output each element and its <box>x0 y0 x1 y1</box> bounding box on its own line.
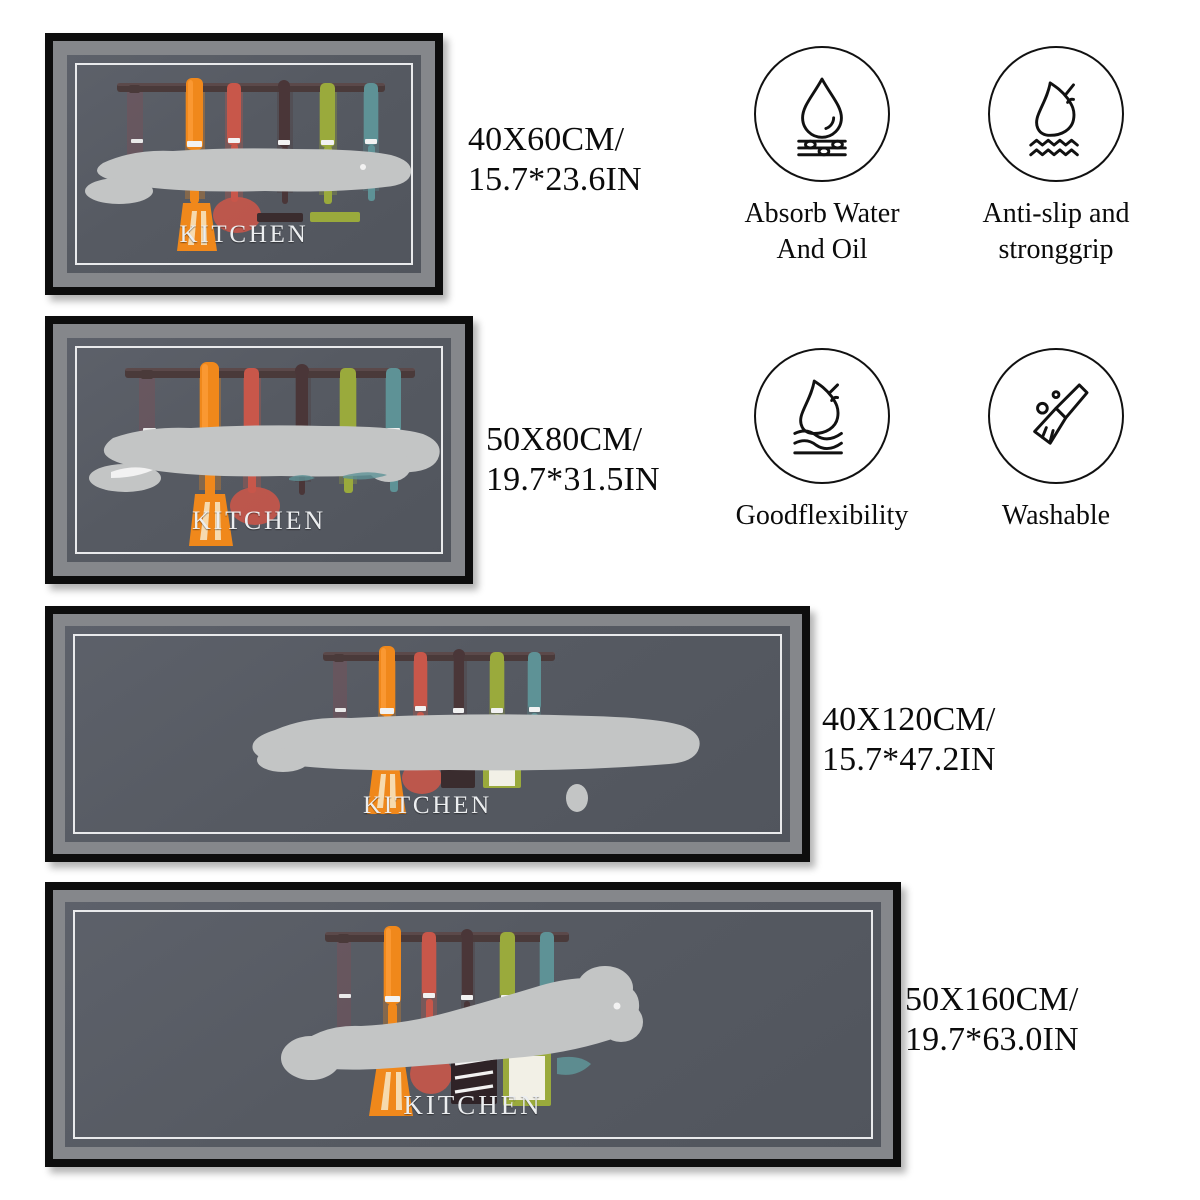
product-mat-50x160[interactable]: KITCHEN <box>45 882 901 1167</box>
foot-waves-icon <box>988 46 1124 182</box>
mat-artwork <box>67 338 451 562</box>
mat-artwork <box>65 626 790 842</box>
mat-kitchen-text: KITCHEN <box>179 221 309 248</box>
mat-kitchen-text: KITCHEN <box>191 506 327 535</box>
mat-field: KITCHEN <box>67 338 451 562</box>
brush-dust-icon <box>988 348 1124 484</box>
feature-label: Washable <box>1001 500 1111 531</box>
mat-kitchen-text: KITCHEN <box>363 792 492 819</box>
water-drop-icon <box>754 46 890 182</box>
mat-artwork <box>67 55 421 273</box>
size-cm: 50X80CM/ <box>486 421 643 458</box>
product-mat-50x80[interactable]: KITCHEN <box>45 316 473 584</box>
mat-artwork <box>65 902 881 1147</box>
mat-field: KITCHEN <box>67 55 421 273</box>
foot-cushion-icon <box>754 348 890 484</box>
size-in: 19.7*63.0IN <box>905 1021 1079 1059</box>
mat-kitchen-text: KITCHEN <box>403 1090 543 1120</box>
size-label-50x80: 50X80CM/ 19.7*31.5IN <box>486 420 660 500</box>
feature-label: Goodflexibility <box>735 500 909 531</box>
mat-field: KITCHEN <box>65 902 881 1147</box>
feature-anti-slip[interactable]: Anti-slip and stronggrip <box>950 46 1162 269</box>
size-in: 15.7*23.6IN <box>468 161 642 199</box>
feature-good-flexibility[interactable]: Goodflexibility <box>716 348 928 534</box>
feature-label: Anti-slip and stronggrip <box>982 198 1130 266</box>
size-cm: 50X160CM/ <box>905 981 1079 1018</box>
size-label-40x60: 40X60CM/ 15.7*23.6IN <box>468 120 642 200</box>
feature-absorb-water[interactable]: Absorb Water And Oil <box>716 46 928 269</box>
size-label-40x120: 40X120CM/ 15.7*47.2IN <box>822 700 996 780</box>
feature-label: Absorb Water And Oil <box>744 198 900 266</box>
size-in: 15.7*47.2IN <box>822 741 996 779</box>
size-cm: 40X60CM/ <box>468 121 625 158</box>
size-cm: 40X120CM/ <box>822 701 996 738</box>
mat-field: KITCHEN <box>65 626 790 842</box>
size-label-50x160: 50X160CM/ 19.7*63.0IN <box>905 980 1079 1060</box>
size-in: 19.7*31.5IN <box>486 461 660 499</box>
product-mat-40x120[interactable]: KITCHEN <box>45 606 810 862</box>
product-mat-40x60[interactable]: KITCHEN <box>45 33 443 295</box>
feature-washable[interactable]: Washable <box>950 348 1162 534</box>
